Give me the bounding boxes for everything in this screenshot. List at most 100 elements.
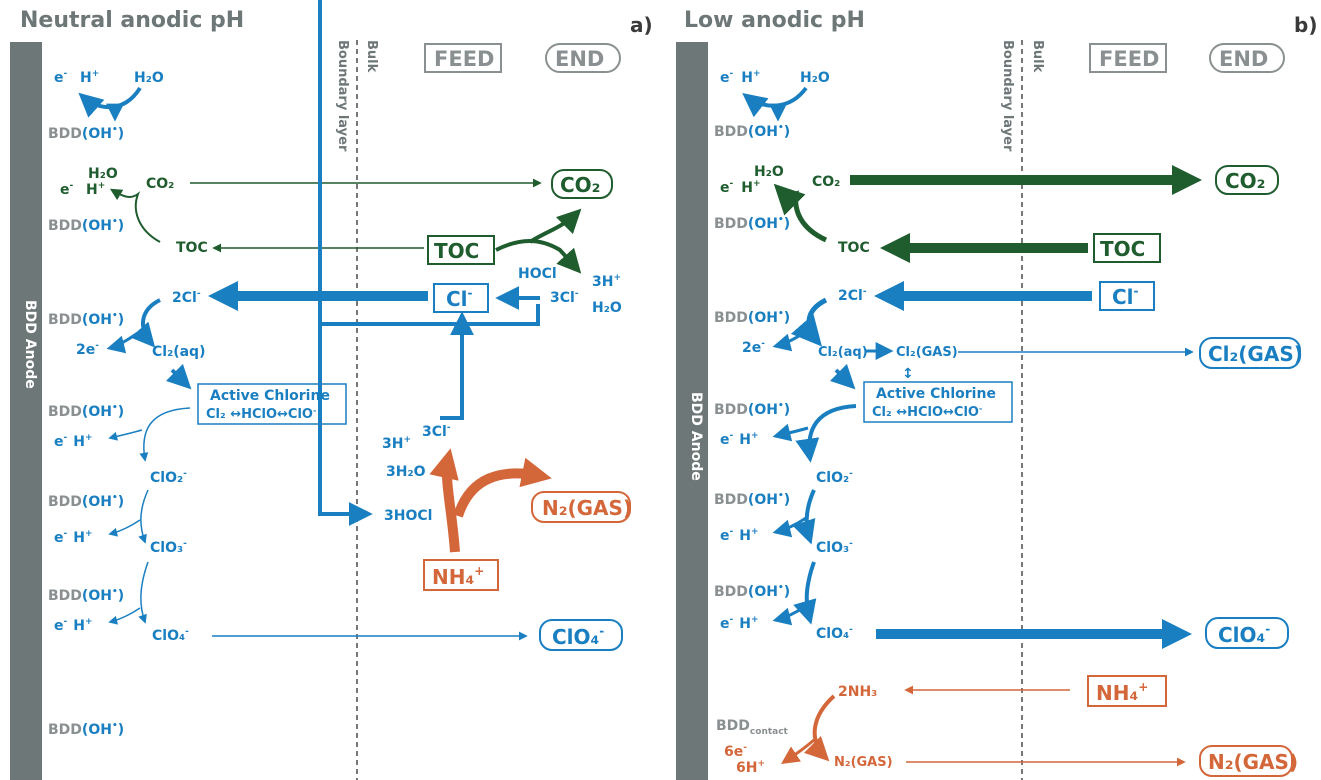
co2-end-label: CO₂ xyxy=(560,173,600,197)
toc-oxidation-arrow-b xyxy=(773,183,828,243)
anode-label-b: BDD Anode xyxy=(688,392,704,481)
co2-end-box xyxy=(551,169,613,199)
electron-b6: e-H+ xyxy=(720,615,759,632)
cl2gas-end-box xyxy=(1199,337,1301,369)
cl2aq-label: Cl₂(aq) xyxy=(152,344,205,360)
n2gas-small-label: N₂(GAS) xyxy=(834,755,893,770)
clo4-arrow xyxy=(138,561,149,624)
cl-regeneration-arrow xyxy=(440,311,474,420)
clo3-electron-arrow xyxy=(108,519,141,537)
n2-end-box xyxy=(531,491,631,523)
active-chlorine-title: Active Chlorine xyxy=(210,388,330,404)
electron-b2: e-H+ xyxy=(720,179,761,196)
electron-4: e-H+ xyxy=(54,433,93,450)
two-e-label-b: 2e- xyxy=(742,339,765,356)
boundary-layer-label: Boundary layer xyxy=(335,40,350,152)
bdd-oh-5: BDD(OH•) xyxy=(48,493,124,510)
bulk-label-b: Bulk xyxy=(1030,40,1045,73)
ammonium-to-water-arrow xyxy=(429,448,460,553)
clo4-arrow-b xyxy=(793,561,817,625)
three-h-label: 3H+ xyxy=(592,273,621,290)
chloride-feed-label-b: Cl- xyxy=(1112,284,1139,309)
clo3-electron-arrow-b xyxy=(772,516,807,538)
clo4-label: ClO₄- xyxy=(152,627,189,644)
chloride-feed-box-b xyxy=(1099,281,1155,311)
feed-label-b: FEED xyxy=(1099,47,1159,71)
three-cl-label: 3Cl- xyxy=(550,289,579,306)
electron-b4: e-H+ xyxy=(720,431,759,448)
two-cl-label: 2Cl- xyxy=(172,289,201,306)
bdd-oh-b1: BDD(OH•) xyxy=(714,123,790,140)
ammonia-oxidation-arrow xyxy=(803,694,836,762)
water-2: H₂O xyxy=(88,166,118,182)
six-e-label: 6e- xyxy=(724,743,747,760)
clo4-electron-arrow-b xyxy=(772,604,807,626)
chloride-oxidation-arrow xyxy=(130,298,161,348)
anode-bar xyxy=(10,42,42,780)
water-b2: H₂O xyxy=(754,164,784,180)
toc-oxidation-arrow xyxy=(109,188,161,243)
toc-small-b: TOC xyxy=(838,240,870,256)
cl2gas-label-b: Cl₂(GAS) xyxy=(896,345,958,360)
two-e-label: 2e- xyxy=(76,341,99,358)
bdd-contact-label: BDDcontact xyxy=(716,718,789,737)
clo4-end-label-b: ClO₄- xyxy=(1218,622,1270,647)
chloride-feed-box xyxy=(433,283,489,313)
six-h-label: 6H+ xyxy=(736,759,765,776)
clo4-end-label: ClO₄- xyxy=(552,624,604,649)
electron-release-arrow-b xyxy=(772,328,809,352)
feed-label: FEED xyxy=(434,47,494,71)
end-label-b: END xyxy=(1219,47,1268,71)
active-chlorine-box-b xyxy=(863,381,1013,423)
active-chlorine-equation: Cl₂ ↔HClO↔ClO- xyxy=(206,406,316,422)
bdd-oh-7: BDD(OH•) xyxy=(48,721,124,738)
clo2-electron-arrow xyxy=(108,429,143,441)
anode-bar-b xyxy=(676,42,708,780)
active-chlorine-equation-b: Cl₂ ↔HClO↔ClO- xyxy=(872,404,982,420)
bdd-oh-4: BDD(OH•) xyxy=(48,403,124,420)
electron-5: e-H+ xyxy=(54,529,93,546)
feed-box xyxy=(424,43,502,73)
ammonia-electron-arrow xyxy=(781,738,815,764)
ammonium-feed-box xyxy=(423,559,499,591)
panel-b-title: Low anodic pH xyxy=(684,8,865,33)
three-hocl-label: 3HOCl xyxy=(384,508,432,524)
clo3-label: ClO₃- xyxy=(150,539,187,556)
bdd-oh-b4: BDD(OH•) xyxy=(714,401,790,418)
end-box xyxy=(545,43,621,73)
two-cl-label-b: 2Cl- xyxy=(838,287,867,304)
n2-end-label: N₂(GAS) xyxy=(542,496,632,520)
toc-feed-box-b xyxy=(1093,233,1161,263)
electron-b5: e-H+ xyxy=(720,527,759,544)
clo3-arrow-b xyxy=(792,489,816,545)
water-arrow-b xyxy=(742,86,808,118)
clo2-arrow xyxy=(139,407,191,462)
end-label: END xyxy=(555,47,604,71)
n2-end-box-b xyxy=(1199,745,1293,777)
toc-feed-label-b: TOC xyxy=(1100,237,1145,261)
bdd-oh-b2: BDD(OH•) xyxy=(714,215,790,232)
clo2-electron-arrow-b xyxy=(772,423,809,442)
clo4-end-box-b xyxy=(1205,617,1289,649)
clo2-arrow-b xyxy=(795,404,857,463)
panel-a: Neutral anodic pH a) BDD Anode Boundary … xyxy=(10,0,653,780)
water-oxidation-group: e- H+ H₂O xyxy=(54,69,164,86)
toc-co2-arrow xyxy=(528,208,582,244)
hocl-label: HOCl xyxy=(518,266,557,282)
bdd-oh-b6: BDD(OH•) xyxy=(714,583,790,600)
co2-end-label-b: CO₂ xyxy=(1225,169,1265,193)
cl2-to-active-arrow-b xyxy=(829,363,856,390)
electron: e- xyxy=(54,69,68,86)
h2o-label-3: H₂O xyxy=(592,300,622,316)
n2-end-label-b: N₂(GAS) xyxy=(1208,750,1298,774)
ammonium-feed-label-b: NH₄+ xyxy=(1096,680,1148,705)
clo3-label-b: ClO₃- xyxy=(816,539,853,556)
co2-small-b: CO₂ xyxy=(812,174,840,190)
water: H₂O xyxy=(134,70,164,86)
equilibrium-arrow: ↕ xyxy=(902,366,914,382)
bdd-oh-3: BDD(OH•) xyxy=(48,311,124,328)
panel-a-title: Neutral anodic pH xyxy=(20,8,244,33)
clo2-label-b: ClO₂- xyxy=(816,469,853,486)
boundary-layer-label-b: Boundary layer xyxy=(1000,40,1015,152)
bdd-oh-b5: BDD(OH•) xyxy=(714,491,790,508)
